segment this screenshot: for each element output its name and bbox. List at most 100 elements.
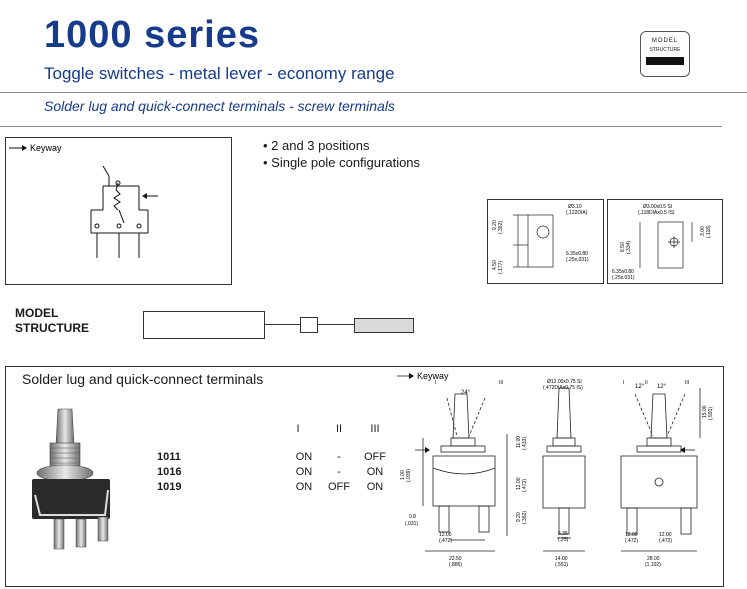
state-cell: ON bbox=[295, 481, 313, 493]
part-number-1016: 1016 bbox=[157, 466, 182, 478]
dim-w2250-in: (.886) bbox=[449, 562, 462, 568]
dim-850: 8.50 bbox=[620, 242, 626, 252]
content-divider bbox=[0, 126, 722, 127]
dim-12-in: (.472) bbox=[522, 479, 528, 492]
model-code-box bbox=[143, 311, 265, 339]
feature-list: • 2 and 3 positions • Single pole config… bbox=[263, 137, 420, 171]
model-structure-badge: MODEL STRUCTURE bbox=[640, 31, 690, 77]
page-subtitle: Toggle switches - metal lever - economy … bbox=[44, 64, 395, 83]
state-cell: ON bbox=[295, 466, 313, 478]
state-cell: ON bbox=[366, 466, 384, 478]
dim-angle-left: 24° bbox=[461, 390, 471, 396]
technical-drawings: Keyway 24° I III 11.00 (.433) 12.00 (.47… bbox=[397, 371, 714, 568]
part-number-1011: 1011 bbox=[157, 451, 181, 463]
header-divider bbox=[0, 92, 747, 93]
dim-920b: 9.20 bbox=[516, 512, 522, 522]
model-suffix-box bbox=[354, 318, 414, 333]
dim-12: 12.00 bbox=[516, 477, 522, 490]
dim-w12b: 12.00 bbox=[659, 532, 672, 538]
state-cell: - bbox=[337, 451, 341, 463]
dim-920: 9.20 bbox=[492, 220, 498, 230]
dim-w28: 28.00 bbox=[647, 556, 660, 562]
dim-tab: 6.35x0.80 bbox=[566, 251, 588, 257]
dim-11-in: (.433) bbox=[522, 437, 528, 450]
badge-line2: STRUCTURE bbox=[649, 47, 681, 53]
screw-terminal-svg: Ø3.00x0.5 SI (.118DIAx0.5 IS) 8.50 (.334… bbox=[612, 204, 712, 281]
dim-w28-in: (1.102) bbox=[645, 562, 661, 568]
dim-920b-in: (.362) bbox=[522, 511, 528, 524]
dim-w12a: 12.00 bbox=[625, 532, 638, 538]
badge-line1: MODEL bbox=[651, 38, 679, 44]
state-cell: OFF bbox=[328, 481, 350, 493]
screw-terminal-diagram: Ø3.00x0.5 SI (.118DIAx0.5 IS) 8.50 (.334… bbox=[607, 199, 723, 284]
feature-item: • 2 and 3 positions bbox=[263, 138, 370, 153]
dim-w635: 6.35 bbox=[558, 531, 568, 537]
model-option-box bbox=[300, 317, 318, 333]
dim-850-in: (.334) bbox=[626, 241, 632, 254]
dim-08-in: (.031) bbox=[405, 521, 418, 527]
model-connector bbox=[264, 324, 300, 325]
section-title: Solder lug and quick-connect terminals bbox=[22, 371, 264, 387]
solder-lug-section bbox=[5, 366, 724, 587]
position-header-iii: III bbox=[370, 423, 380, 435]
keyway-label: Keyway bbox=[30, 143, 62, 153]
dim-tab-r-in: (.25x.031) bbox=[612, 275, 635, 281]
dim-side-thread: Ø12.00x0.75 SI bbox=[547, 379, 582, 385]
schematic-svg: Keyway bbox=[9, 143, 158, 258]
solder-terminal-diagram: 9.20 (.362) 4.50 (.177) Ø3.10 (.122DIA) … bbox=[487, 199, 604, 284]
position-header-i: I bbox=[296, 423, 300, 435]
model-label-line2: STRUCTURE bbox=[15, 321, 89, 335]
keyway-arrow-icon bbox=[9, 145, 27, 151]
dim-100-in: (.039) bbox=[406, 469, 412, 482]
model-connector bbox=[317, 324, 354, 325]
dim-450: 4.50 bbox=[492, 260, 498, 270]
dim-920-in: (.362) bbox=[498, 221, 504, 234]
dim-08: 0.8 bbox=[409, 514, 416, 520]
dim-hole: Ø3.10 bbox=[568, 204, 582, 210]
dim-hole-in: (.122DIA) bbox=[566, 210, 588, 216]
dim-w12b-in: (.472) bbox=[659, 538, 672, 544]
dim-w12a-in: (.472) bbox=[625, 538, 638, 544]
switch-schematic-icon bbox=[90, 165, 158, 258]
solder-terminal-svg: 9.20 (.362) 4.50 (.177) Ø3.10 (.122DIA) … bbox=[492, 204, 589, 274]
dim-300-in: (.118) bbox=[706, 225, 712, 238]
feature-item: • Single pole configurations bbox=[263, 155, 421, 170]
dim-pos-iii-left: III bbox=[499, 380, 503, 386]
dim-w14-in: (.551) bbox=[555, 562, 568, 568]
toggle-switch-photo bbox=[32, 408, 110, 550]
dim-thread-in: (.118DIAx0.5 IS) bbox=[638, 210, 675, 216]
model-structure-label: MODEL STRUCTURE bbox=[15, 306, 89, 336]
dim-100: 1.00 bbox=[400, 470, 406, 480]
model-label-line1: MODEL bbox=[15, 306, 59, 320]
dim-w635-in: (.25) bbox=[558, 537, 569, 543]
section-keyway-label: Keyway bbox=[417, 371, 449, 381]
dim-pos-iii-right: III bbox=[685, 380, 689, 386]
part-number-1019: 1019 bbox=[157, 481, 182, 493]
dim-15: 15.00 bbox=[702, 405, 708, 418]
state-cell: ON bbox=[366, 481, 384, 493]
dim-pos-ii-right: II bbox=[645, 380, 648, 386]
dim-tab-in: (.25x.031) bbox=[566, 257, 589, 263]
dim-w2250: 22.50 bbox=[449, 556, 462, 562]
state-cell: ON bbox=[295, 451, 313, 463]
badge-bar bbox=[646, 57, 684, 65]
dim-450-in: (.177) bbox=[498, 261, 504, 274]
page-tagline: Solder lug and quick-connect terminals -… bbox=[44, 98, 395, 114]
dim-w14: 14.00 bbox=[555, 556, 568, 562]
dim-300: 3.00 bbox=[700, 226, 706, 236]
position-header-ii: II bbox=[335, 423, 343, 435]
state-cell: OFF bbox=[364, 451, 386, 463]
dim-w12: 12.00 bbox=[439, 532, 452, 538]
dim-pos-i-left: I bbox=[435, 380, 436, 386]
dim-side-thread-in: (.472DIAx0.75 IS) bbox=[543, 385, 583, 391]
dim-pos-i-right: I bbox=[623, 380, 624, 386]
dim-w12-in: (.472) bbox=[439, 538, 452, 544]
state-cell: - bbox=[337, 466, 341, 478]
page-title: 1000 series bbox=[44, 14, 260, 56]
dim-tab-r: 6.35x0.80 bbox=[612, 269, 634, 275]
dim-thread: Ø3.00x0.5 SI bbox=[643, 204, 672, 210]
keyway-schematic-box: Keyway bbox=[5, 137, 232, 285]
dim-15-in: (.591) bbox=[708, 407, 714, 420]
dim-11: 11.00 bbox=[516, 436, 522, 448]
dim-angle-right-a: 12° bbox=[635, 384, 645, 390]
